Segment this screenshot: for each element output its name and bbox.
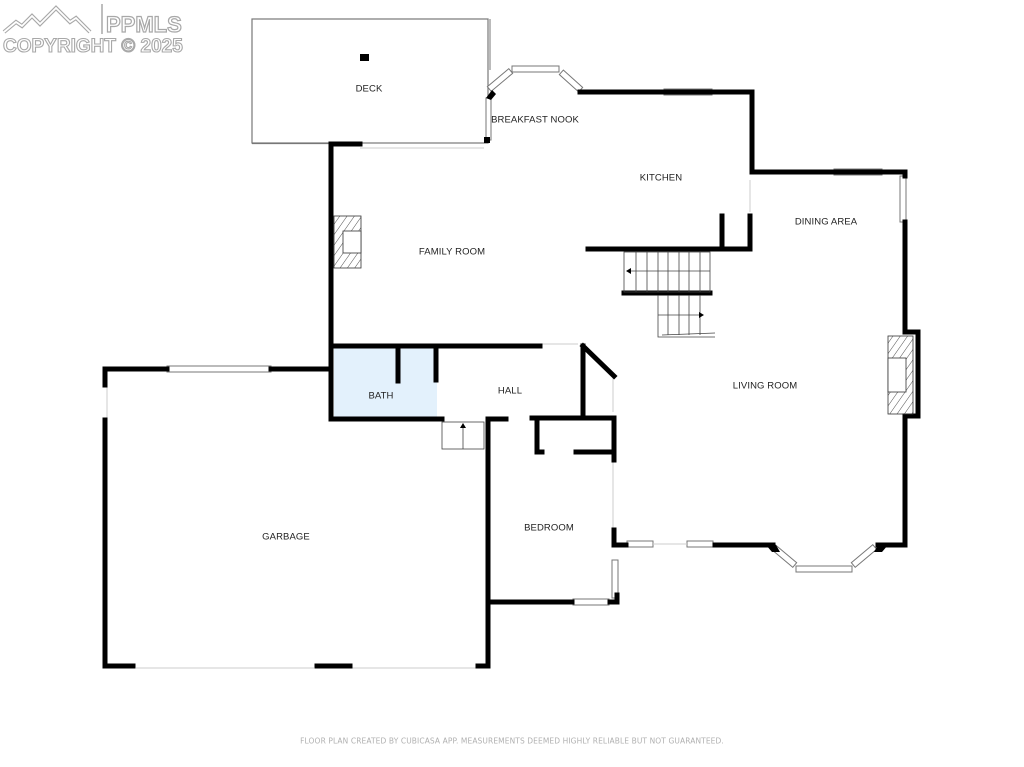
mountain-logo-icon bbox=[2, 4, 103, 34]
room-label-breakfast-nook: BREAKFAST NOOK bbox=[491, 114, 579, 126]
room-label-kitchen: KITCHEN bbox=[639, 172, 683, 184]
room-label-bedroom: BEDROOM bbox=[524, 522, 574, 534]
room-label-dining-area: DINING AREA bbox=[794, 216, 858, 228]
deck-outline bbox=[251, 18, 491, 145]
room-label-hall: HALL bbox=[497, 385, 523, 397]
bath-fill bbox=[334, 346, 437, 418]
room-label-garage: GARBAGE bbox=[262, 531, 310, 543]
fireplace-living-room bbox=[887, 335, 914, 415]
walls bbox=[102, 89, 921, 669]
fireplace-family-room bbox=[333, 215, 362, 269]
room-label-living-room: LIVING ROOM bbox=[732, 380, 798, 392]
watermark-copyright: COPYRIGHT © 2025 bbox=[2, 35, 183, 57]
room-label-bath: BATH bbox=[368, 390, 394, 402]
room-label-deck: DECK bbox=[355, 83, 383, 95]
stairs bbox=[441, 251, 716, 450]
openings bbox=[106, 180, 751, 669]
ppmls-watermark: PPMLS COPYRIGHT © 2025 bbox=[2, 2, 207, 58]
wall-corners bbox=[486, 90, 888, 552]
watermark-brand: PPMLS bbox=[105, 11, 182, 37]
deck-post bbox=[360, 54, 369, 61]
stair-arrows bbox=[460, 268, 704, 428]
floor-plan-disclaimer: FLOOR PLAN CREATED BY CUBICASA APP. MEAS… bbox=[300, 736, 724, 746]
room-label-family-room: FAMILY ROOM bbox=[418, 246, 486, 258]
